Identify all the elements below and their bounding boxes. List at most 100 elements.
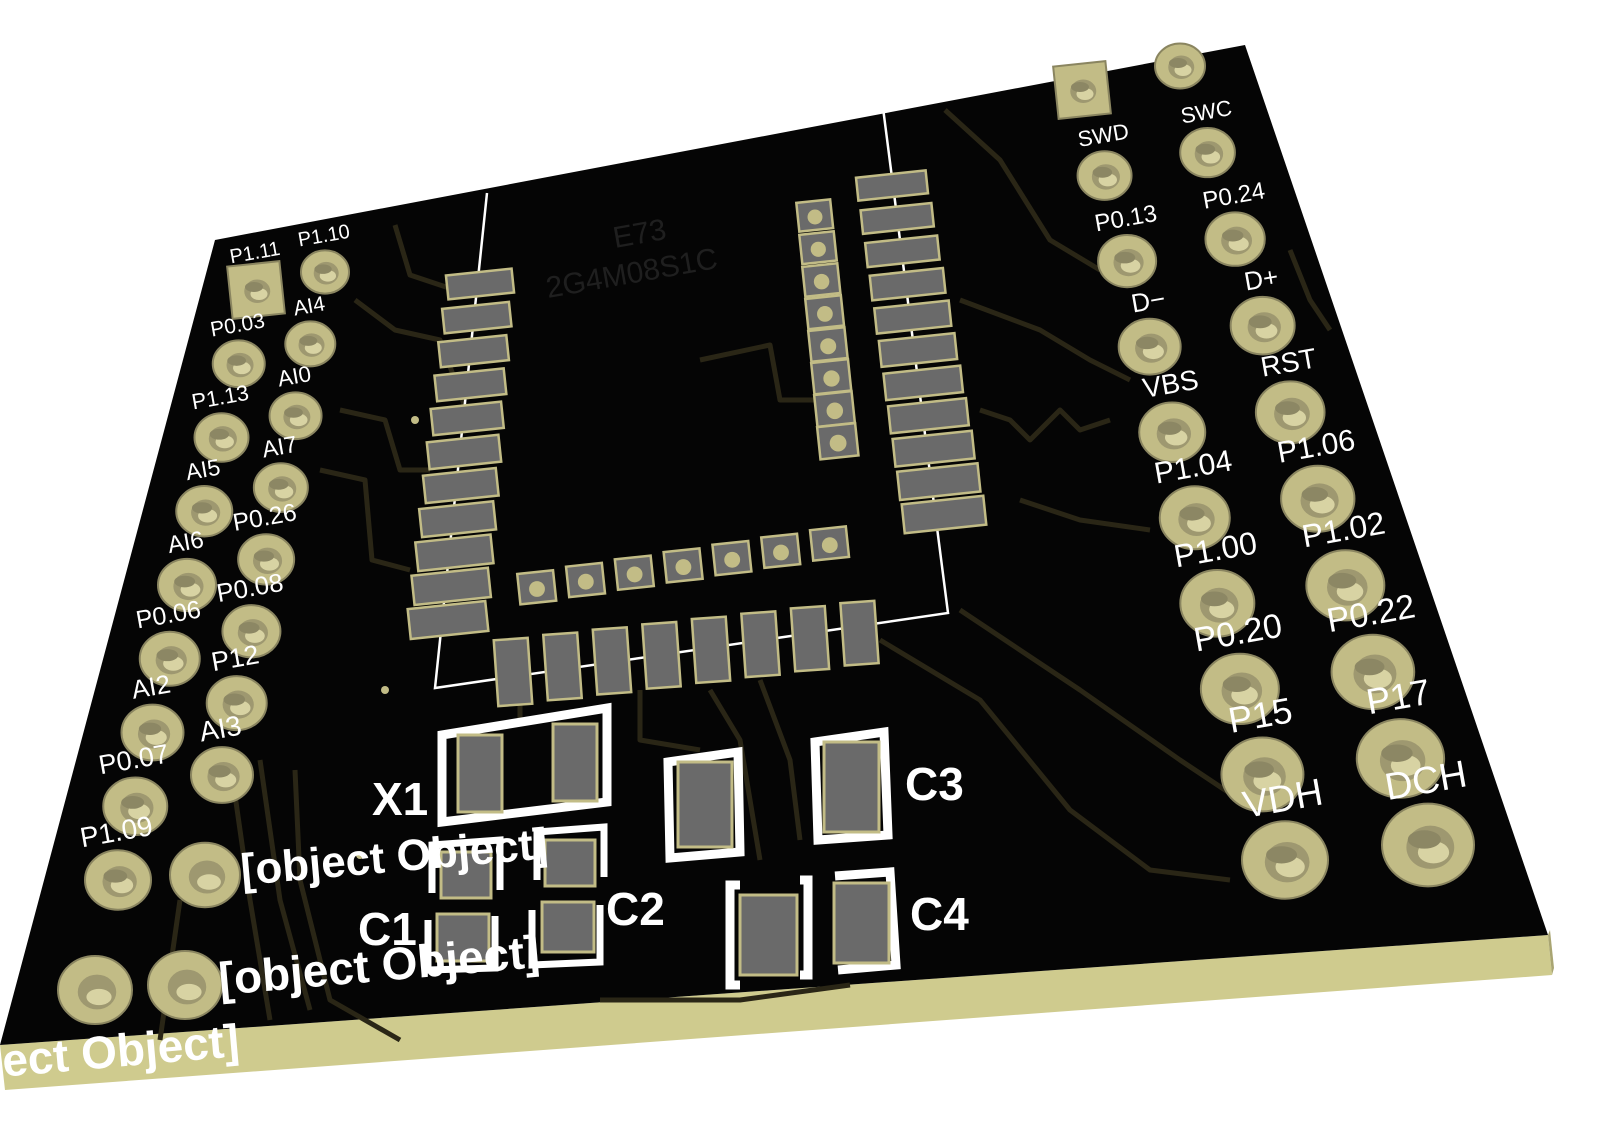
header-hole-shadow	[1157, 421, 1182, 435]
header-hole-shadow	[314, 264, 332, 274]
label-c1: C1	[358, 903, 417, 955]
module-test-pad-bottom-via	[724, 551, 741, 568]
module-test-pad-bottom-via	[821, 537, 838, 554]
component-x1	[437, 702, 612, 828]
header-hole-shadow	[191, 502, 213, 514]
module-test-pad-right-via	[820, 338, 837, 355]
header-hole-shadow	[1114, 251, 1136, 264]
pin-label: AI7	[260, 431, 299, 463]
header-hole-shadow	[1179, 506, 1205, 521]
component-c4	[725, 867, 901, 990]
header-hole-shadow	[1301, 487, 1329, 502]
c2-pad-top	[543, 838, 597, 888]
pin-label: AI6	[166, 526, 206, 559]
c4-pad-right	[832, 881, 891, 965]
module-pad-right	[891, 429, 977, 469]
module-test-pad-right-via	[829, 434, 847, 452]
module-pad-right	[872, 299, 953, 336]
label-x1: X1	[372, 773, 428, 825]
module-test-pad-bottom-via	[626, 566, 643, 583]
c2-pad-bottom	[540, 900, 596, 954]
copper-traces	[157, 108, 1333, 1043]
module-pad-bottom	[541, 631, 584, 702]
header-hole-shadow	[121, 796, 145, 809]
header-hole-shadow	[103, 869, 128, 883]
module-test-pad-bottom-via	[675, 559, 692, 576]
label-c4: C4	[910, 888, 969, 940]
cap-body	[676, 760, 734, 849]
c1-pad-top	[439, 850, 493, 900]
header-hole-shadow	[1136, 336, 1159, 350]
header-hole-shadow	[208, 765, 231, 778]
board-edge	[0, 935, 1552, 1090]
header-hole-shadow	[1266, 846, 1298, 864]
module-test-pad-bottom-via	[529, 581, 545, 597]
module-test-pad-right-via	[826, 402, 844, 420]
via	[381, 686, 389, 694]
pin-label: AI5	[184, 454, 223, 486]
header-hole-shadow	[299, 335, 318, 346]
pin-label: AI0	[276, 361, 313, 391]
module-pad-bottom	[492, 636, 534, 708]
x1-outline	[437, 702, 612, 828]
module-pad-left	[421, 466, 501, 505]
header-hole-shadow	[174, 575, 196, 588]
component-c3	[810, 726, 893, 845]
pin-label: D−	[1129, 283, 1168, 318]
c1-outline-top	[428, 836, 504, 893]
module-pad-bottom	[789, 604, 831, 673]
label-c3: C3	[905, 758, 964, 810]
pin-label: AI3	[197, 710, 244, 748]
module-pad-right	[859, 201, 936, 236]
header-hole-shadow	[1195, 143, 1216, 155]
header-hole-shadow	[1328, 572, 1357, 589]
c1-outline-bottom	[424, 916, 499, 974]
module-test-pad-right-via	[807, 209, 823, 225]
header-hole-shadow	[238, 622, 260, 634]
c1-pad-bottom	[435, 912, 491, 963]
header-hole-shadow	[1407, 830, 1441, 849]
module-pad-right	[877, 331, 959, 369]
header-hole-shadow	[253, 550, 274, 562]
pin-label: D+	[1242, 261, 1281, 296]
header-hole-shadow	[223, 693, 246, 706]
module-test-pad-right-via	[810, 241, 826, 257]
pin-label: NF2	[1158, 15, 1199, 43]
header-hole-shadow	[268, 478, 289, 490]
module-test-pad-bottom-via	[577, 573, 594, 590]
header-hole-shadow	[1092, 166, 1113, 178]
module-test-pad-right-via	[813, 273, 830, 290]
c3-outline	[810, 726, 893, 845]
pin-label: AI2	[129, 668, 173, 704]
header-hole-shadow	[284, 407, 303, 418]
header-hole-shadow	[1275, 401, 1300, 415]
module-pad-left	[444, 267, 516, 301]
module-pad-left	[406, 599, 490, 641]
module-pad-right	[886, 396, 971, 435]
module-pad-left	[413, 533, 495, 573]
component-c-unlabeled	[663, 746, 745, 863]
header-hole-shadow	[1381, 744, 1413, 762]
header-hole-shadow	[1201, 591, 1228, 607]
module-test-pad-right-via	[817, 306, 833, 322]
header-hole-shadow	[1248, 315, 1272, 329]
module-pad-right	[854, 169, 930, 202]
header-hole-shadow	[156, 649, 179, 662]
header-hole-shadow	[1244, 761, 1274, 778]
module-pad-bottom	[839, 599, 880, 667]
c4-outline-mid	[800, 875, 813, 980]
c2-outline-top	[533, 823, 608, 880]
module-pad-right	[868, 266, 947, 302]
header-hole-shadow	[138, 722, 162, 735]
header-hole-highlight	[176, 983, 202, 1001]
header-hole-shadow	[1354, 658, 1385, 676]
board-edge-shadow	[1548, 930, 1554, 975]
header-hole-shadow	[209, 428, 230, 440]
module-pad-left	[410, 566, 493, 607]
module-test-pad-bottom-via	[773, 544, 789, 561]
header-hole-shadow	[1071, 82, 1089, 92]
via	[411, 416, 419, 424]
header-hole-highlight	[86, 988, 112, 1006]
module-pad-right	[882, 364, 965, 402]
